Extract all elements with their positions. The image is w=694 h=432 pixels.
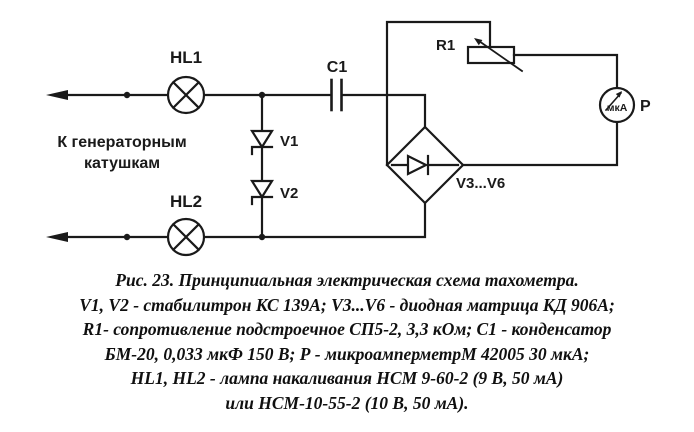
junction-dot [123,233,131,241]
caption-line: R1- сопротивление подстроечное СП5-2, 3,… [82,319,612,339]
caption-title: Рис. 23. Принципиальная электрическая сх… [115,270,579,290]
wire [385,20,492,167]
caption-line: V1, V2 - стабилитрон КС 139А; V3...V6 - … [79,294,615,315]
lamp-hl1 [166,75,206,115]
lamp-cross-icon [171,222,201,252]
caption-line: БМ-20, 0,033 мкФ 150 В; Р - микроамперме… [104,343,590,364]
wire [512,53,619,90]
caption-line: или НСМ-10-55-2 (10 В, 50 мА). [225,392,469,413]
wire [202,201,427,239]
meter-body [598,86,636,124]
zener-v2-label: V2 [280,185,298,202]
figure-caption: Рис. 23. Принципиальная электрическая сх… [0,266,694,415]
trimmer-r1-label: R1 [436,37,455,54]
bridge-label: V3...V6 [456,175,505,192]
caption-line: HL1, HL2 - лампа накаливания НСМ 9-60-2 … [130,368,564,388]
top-wire [46,90,427,129]
lamp-hl1-label: HL1 [170,48,202,67]
left-arrow-icon [46,90,68,100]
meter-face-label: мкА [607,102,628,114]
trimmer-arrow-shaft [477,39,524,73]
diode-triangle [406,154,429,176]
left-terminal-label-line2: катушкам [84,155,160,172]
left-arrow-icon [46,232,68,242]
meter-p-label: Р [640,98,651,115]
bridge-v3-v6 [385,125,465,205]
wire [341,93,427,129]
lamp-hl2 [166,217,206,257]
trimmer-arrow-head-icon [474,38,483,46]
bottom-wire [46,201,427,242]
capacitor-c1-label: С1 [327,59,348,76]
left-terminal-label-line1: К генераторным [57,134,186,151]
capacitor-c1 [330,78,343,112]
lamp-hl2-label: HL2 [170,192,202,211]
trimmer-r1 [466,38,619,90]
zener-v1 [250,93,274,156]
circuit-diagram: К генераторным катушкам HL1 HL2 С1 V1 V2… [46,20,651,257]
junction-dot [123,91,131,99]
lamp-cross-icon [171,80,201,110]
dc-loop-wire [385,20,492,167]
zener-v1-label: V1 [280,133,298,150]
zener-v2 [250,145,274,239]
diode-triangle [250,179,274,200]
meter-p [461,86,636,167]
schematic-labels: К генераторным катушкам HL1 HL2 С1 V1 V2… [57,37,651,211]
wire [461,120,619,167]
diode-triangle [250,129,274,150]
meter-needle-head-icon [615,91,622,98]
